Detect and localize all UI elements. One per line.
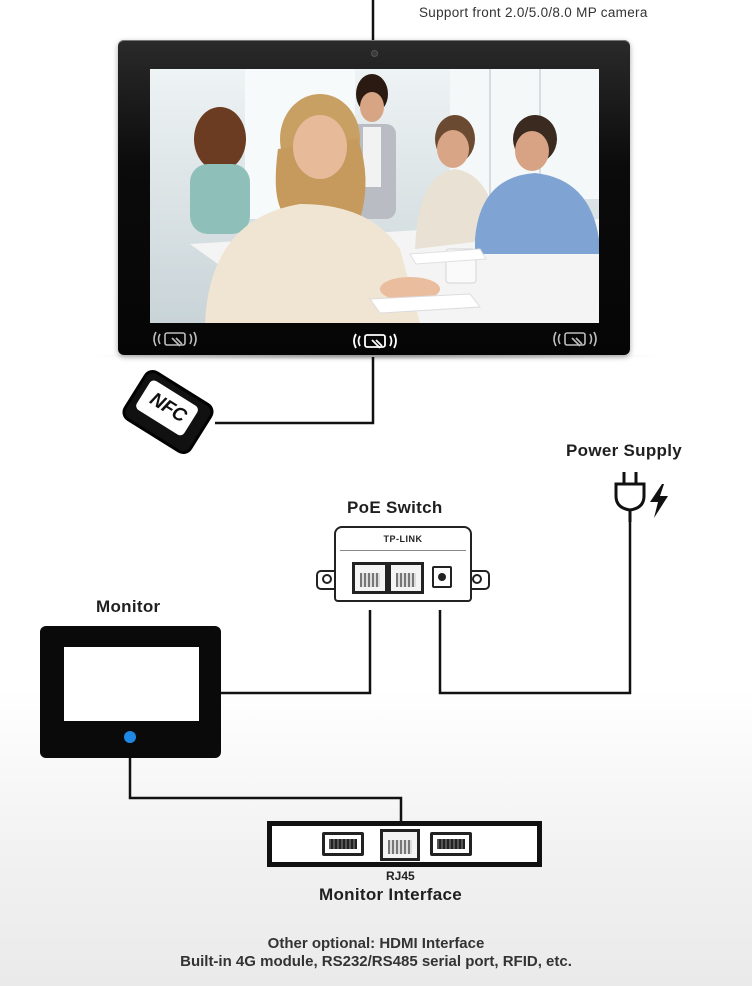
nfc-wire [215,357,375,425]
front-camera [371,50,378,57]
poe-to-power-wire [438,520,632,695]
footer-line-1: Other optional: HDMI Interface [267,935,485,952]
rj45-port-icon [388,562,424,594]
tablet-shadow [86,352,666,360]
hdmi-port-icon [430,832,472,856]
poe-switch-brand: TP-LINK [383,534,423,544]
nfc-tap-icon [553,331,597,347]
rj45-port-icon [352,562,388,594]
rj45-port-icon [380,829,420,861]
hdmi-port-icon [322,832,364,856]
rj45-label: RJ45 [386,869,415,883]
dc-jack-icon [432,566,452,588]
power-plug-icon [614,472,646,522]
monitor-to-poe-wire [221,610,372,695]
monitor-status-led [124,731,136,743]
lightning-icon [650,484,668,518]
tablet-screen-photo [150,69,599,323]
nfc-tap-icon [153,331,197,347]
poe-switch-body: TP-LINK [334,526,472,602]
monitor-to-interface-wire [128,758,403,824]
monitor-interface-label: Monitor Interface [319,885,463,904]
monitor-screen [60,643,203,725]
footer-line-2: Built-in 4G module, RS232/RS485 serial p… [180,953,572,970]
monitor-label: Monitor [96,597,161,616]
camera-note: Support front 2.0/5.0/8.0 MP camera [419,5,648,20]
power-supply-label: Power Supply [566,441,683,460]
nfc-tap-icon [353,333,397,349]
poe-switch-label: PoE Switch [347,498,443,517]
